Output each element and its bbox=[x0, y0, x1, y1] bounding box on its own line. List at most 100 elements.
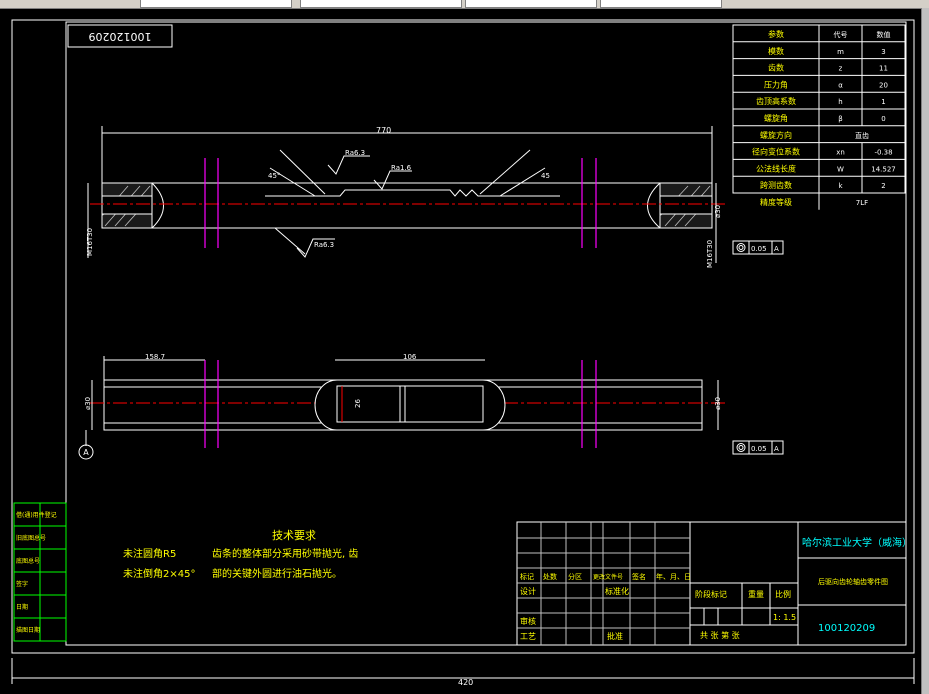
dia-30-left: ⌀30 bbox=[84, 397, 92, 410]
dia-30-right: ⌀30 bbox=[714, 397, 722, 410]
param-cell: 11 bbox=[879, 65, 888, 73]
tb-approve: 批准 bbox=[607, 631, 623, 641]
dia-30-top: ⌀30 bbox=[714, 205, 722, 218]
param-cell: 参数 bbox=[768, 29, 784, 39]
drawing-number-mirrored: 100120209 bbox=[89, 30, 152, 43]
angle-left: 45° bbox=[268, 172, 280, 180]
dimension-158: 158.7 bbox=[145, 353, 165, 361]
param-cell: 3 bbox=[881, 48, 885, 56]
tb-change-doc: 更改文件号 bbox=[593, 573, 623, 581]
tb-standard: 标准化 bbox=[605, 586, 629, 596]
param-cell: 2 bbox=[881, 182, 885, 190]
side-table-label: 描图日期 bbox=[16, 626, 40, 634]
note-chamfer: 未注倒角2×45° bbox=[123, 567, 195, 580]
param-cell: 螺旋方向 bbox=[760, 130, 792, 140]
tb-zone: 分区 bbox=[568, 572, 582, 581]
tb-design: 设计 bbox=[520, 586, 536, 596]
dimension-770: 770 bbox=[376, 126, 391, 135]
note-fillet: 未注圆角R5 bbox=[123, 547, 176, 560]
tb-date: 年、月、日 bbox=[656, 572, 691, 581]
param-cell: 齿顶高系数 bbox=[756, 96, 796, 106]
angle-right: 45 bbox=[541, 172, 550, 180]
thread-right: M16T30 bbox=[706, 240, 714, 268]
toolbar-combo-2[interactable] bbox=[300, 0, 462, 8]
side-table-label: 签字 bbox=[16, 580, 28, 588]
param-cell: xn bbox=[836, 149, 845, 157]
toolbar-combo-3[interactable] bbox=[465, 0, 597, 8]
title-block-text: 哈尔滨工业大学（威海） 后驱向齿轮轴齿零件图 100120209 阶段标记 重量… bbox=[520, 536, 912, 641]
param-cell: 1 bbox=[881, 98, 885, 106]
param-cell: -0.38 bbox=[874, 149, 892, 157]
toolbar-strip bbox=[0, 0, 929, 9]
tb-count: 处数 bbox=[543, 572, 557, 581]
tb-sign: 签名 bbox=[632, 572, 646, 581]
param-cell: 14.527 bbox=[871, 165, 896, 173]
title-code: 100120209 bbox=[818, 623, 875, 634]
dimension-106: 106 bbox=[403, 353, 417, 361]
inner-frame bbox=[65, 21, 907, 646]
param-cell: 代号 bbox=[834, 30, 848, 39]
roughness-3: Ra6.3 bbox=[314, 241, 334, 249]
sheet-count: 共 张 第 张 bbox=[700, 630, 740, 640]
notes-title: 技术要求 bbox=[272, 529, 316, 542]
roughness-1: Ra6.3 bbox=[345, 149, 365, 157]
datum-symbol: A bbox=[83, 448, 89, 457]
side-table-label: 借(通)用件登记 bbox=[16, 511, 57, 519]
param-cell: 径向变位系数 bbox=[752, 147, 800, 157]
part-name: 后驱向齿轮轴齿零件图 bbox=[818, 577, 888, 586]
toolbar-combo-1[interactable] bbox=[140, 0, 292, 8]
param-cell: 数值 bbox=[877, 30, 891, 39]
scale-value: 1: 1.5 bbox=[773, 613, 796, 622]
university-name: 哈尔滨工业大学（威海） bbox=[802, 536, 912, 549]
param-cell: 公法线长度 bbox=[756, 163, 796, 173]
technical-notes: 技术要求 未注圆角R5 未注倒角2×45° 齿条的整体部分采用砂带抛光, 齿 部… bbox=[123, 529, 358, 580]
toolbar-combo-4[interactable] bbox=[600, 0, 722, 8]
param-cell: z bbox=[839, 65, 843, 73]
tb-check: 审核 bbox=[520, 616, 536, 626]
note-line2: 部的关键外圆进行油石抛光。 bbox=[212, 567, 342, 580]
overall-dimension: 420 bbox=[11, 658, 915, 687]
param-cell: 0 bbox=[881, 115, 885, 123]
side-table-label: 底图总号 bbox=[16, 557, 40, 565]
tb-process: 工艺 bbox=[520, 632, 536, 641]
outer-frame bbox=[11, 19, 915, 654]
side-table-label: 日期 bbox=[16, 603, 28, 611]
thread-left: M16T30 bbox=[86, 228, 94, 256]
tb-mark: 标记 bbox=[520, 572, 534, 581]
param-cell: β bbox=[838, 115, 842, 123]
roughness-2: Ra1.6 bbox=[391, 164, 412, 172]
stage-label: 阶段标记 bbox=[695, 589, 727, 599]
param-cell: W bbox=[837, 165, 844, 173]
param-cell: 7LF bbox=[856, 199, 868, 207]
param-cell: 跨测齿数 bbox=[760, 180, 792, 190]
param-cell: 模数 bbox=[768, 46, 784, 56]
param-cell: 20 bbox=[879, 81, 888, 89]
bottom-view-shaft: 158.7 106 26 ⌀30 ⌀30 A 0.05 bbox=[78, 353, 784, 460]
datum-top: A bbox=[774, 245, 779, 253]
param-cell: h bbox=[838, 98, 842, 106]
top-view-shaft: 770 45° 4 bbox=[86, 126, 784, 268]
drawing-number-box bbox=[67, 24, 173, 48]
param-cell: 压力角 bbox=[764, 79, 788, 89]
title-block bbox=[516, 521, 907, 646]
side-table-label: 旧底图总号 bbox=[16, 534, 46, 542]
param-cell: α bbox=[838, 81, 843, 89]
param-cell: 螺旋角 bbox=[764, 113, 788, 123]
param-cell: m bbox=[837, 48, 844, 56]
datum-bottom: A bbox=[774, 445, 779, 453]
param-cell: 直齿 bbox=[855, 131, 869, 140]
param-cell: 齿数 bbox=[768, 63, 784, 73]
weight-label: 重量 bbox=[748, 589, 764, 599]
param-cell: k bbox=[838, 182, 843, 190]
tolerance-top: 0.05 bbox=[751, 245, 767, 253]
tolerance-bottom: 0.05 bbox=[751, 445, 767, 453]
dimension-420: 420 bbox=[458, 678, 473, 687]
vertical-scrollbar[interactable] bbox=[921, 8, 929, 694]
param-cell: 精度等级 bbox=[760, 197, 792, 207]
dimension-26: 26 bbox=[354, 399, 362, 408]
scale-label: 比例 bbox=[775, 589, 791, 599]
note-line1: 齿条的整体部分采用砂带抛光, 齿 bbox=[212, 547, 358, 560]
